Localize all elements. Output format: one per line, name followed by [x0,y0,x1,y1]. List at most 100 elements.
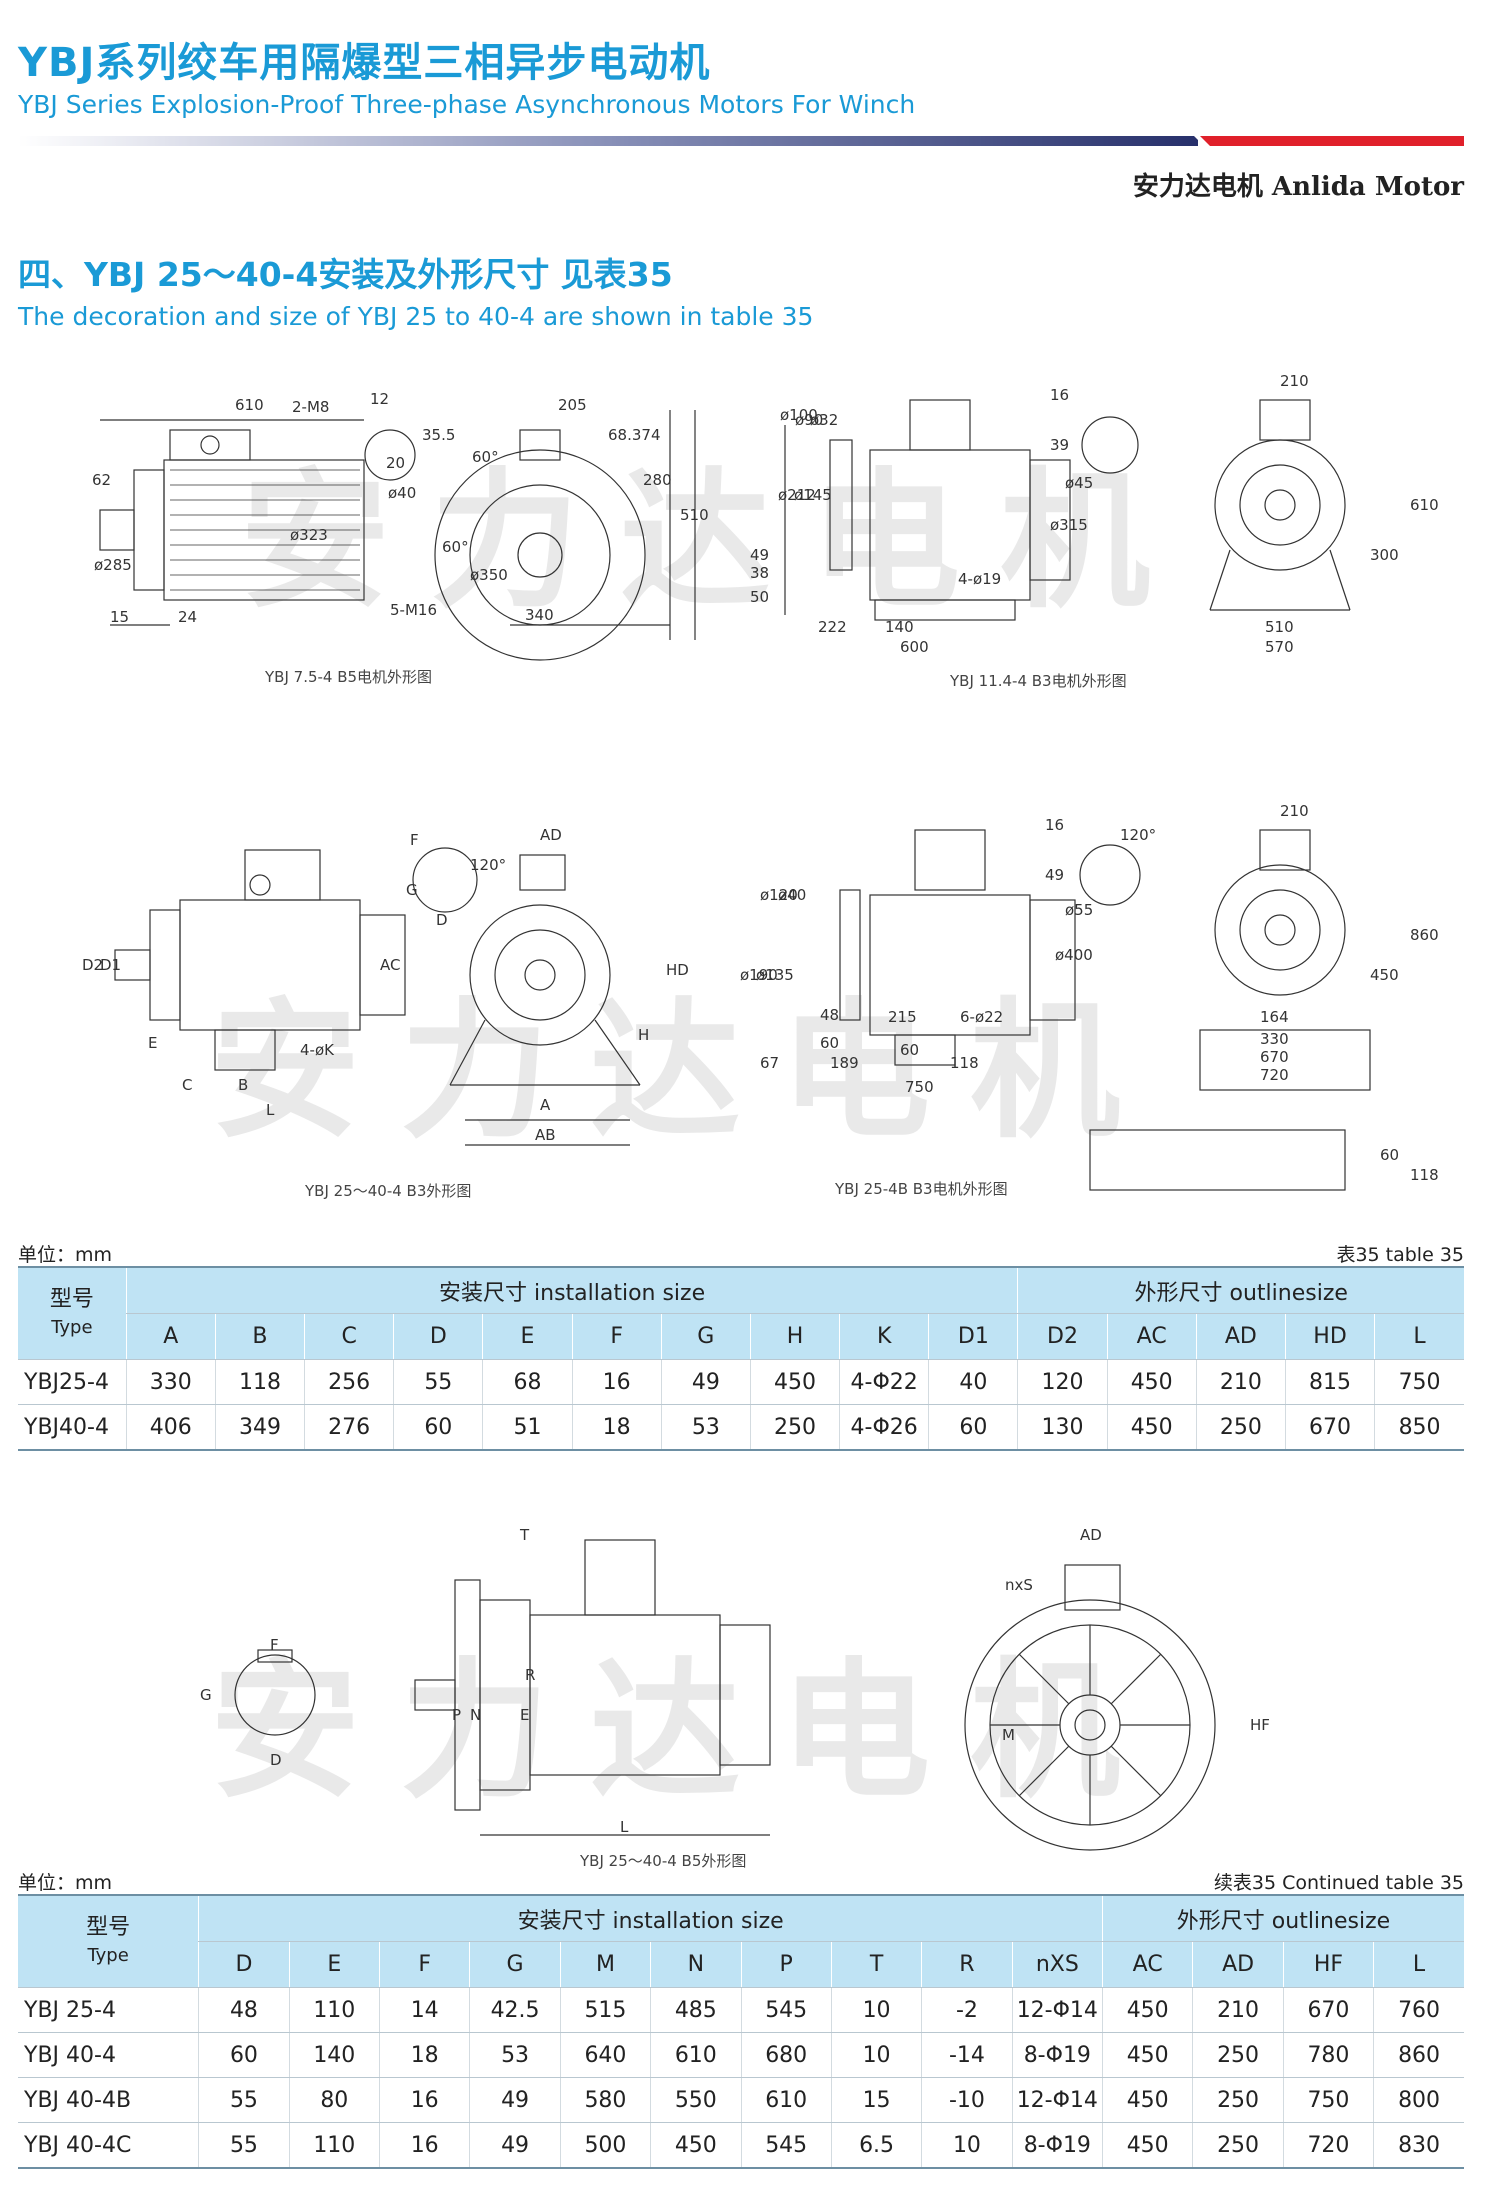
value-cell: 6.5 [830,2122,922,2169]
dim-label: 280 [643,471,672,489]
value-cell: 48 [198,1987,290,2033]
dim-label: 222 [818,618,847,636]
value-cell: 250 [1192,2122,1284,2169]
model-cell: YBJ40-4 [18,1404,127,1451]
dim-label: 600 [900,638,929,656]
value-cell: 18 [378,2032,470,2078]
column-header: E [482,1313,573,1360]
value-cell: 140 [288,2032,380,2078]
install-group-header: 安装尺寸 installation size [198,1895,1103,1942]
value-cell: 670 [1282,1987,1374,2033]
drawing-ybj25-4b-b3: ø120 ø40 ø190 ø135 ø400 48 60 215 6-ø22 … [740,802,1439,1198]
dim-label: 510 [1265,618,1294,636]
value-cell: 12-Φ14 [1011,2077,1103,2123]
dim-label: 5-M16 [390,601,437,619]
value-cell: 14 [378,1987,470,2033]
value-cell: 780 [1282,2032,1374,2078]
value-cell: 118 [214,1359,305,1405]
column-header: T [830,1941,922,1988]
column-header: L [1373,1941,1464,1988]
section-subtitle: The decoration and size of YBJ 25 to 40-… [18,302,814,331]
dim-label: D [436,911,448,929]
value-cell: 55 [393,1359,483,1405]
value-cell: 815 [1284,1359,1375,1405]
value-cell: 60 [393,1404,483,1451]
dim-label: A [540,1096,551,1114]
dim-label: 4-øK [300,1041,335,1059]
column-header: A [125,1313,216,1360]
value-cell: 500 [559,2122,651,2169]
dim-label: T [519,1526,530,1544]
value-cell: 545 [740,2122,832,2169]
drawing-caption: YBJ 11.4-4 B3电机外形图 [949,672,1127,690]
dim-label: ø212 [778,486,816,504]
model-cell: YBJ 40-4 [18,2032,199,2078]
dim-label: 210 [1280,802,1309,820]
drawing-ybj7-5-b5: 610 2-M8 12 62 35.5 20 ø40 ø323 ø285 15 … [92,390,709,686]
dim-label: ø190 [740,966,778,984]
dim-label: R [525,1666,535,1684]
dim-label: B [238,1076,248,1094]
column-header: AC [1101,1941,1193,1988]
value-cell: 830 [1373,2122,1464,2169]
column-header: B [214,1313,305,1360]
dim-label: 48 [820,1006,839,1024]
dim-label: AD [1080,1526,1102,1544]
dim-label: AB [535,1126,556,1144]
column-header: P [740,1941,832,1988]
value-cell: 42.5 [469,1987,561,2033]
drawing-caption: YBJ 25～40-4 B3外形图 [304,1182,471,1200]
value-cell: 610 [740,2077,832,2123]
value-cell: 256 [304,1359,394,1405]
column-header: AD [1192,1941,1284,1988]
value-cell: 720 [1282,2122,1374,2169]
value-cell: 10 [921,2122,1013,2169]
dim-label: ø400 [1055,946,1093,964]
dim-label: 68.374 [608,426,661,444]
dim-label: 164 [1260,1008,1289,1026]
model-cell: YBJ 25-4 [18,1987,199,2033]
dim-label: 860 [1410,926,1439,944]
dim-label: H [638,1026,649,1044]
dim-label: 12 [370,390,389,408]
drawing-ybj11-4-b3: ø100 ø90 ø32 ø212 ø145 ø315 49 38 50 4-ø… [750,372,1439,690]
value-cell: 10 [830,2032,922,2078]
dim-label: ø120 [760,886,798,904]
column-header: AD [1195,1313,1286,1360]
column-header: nXS [1011,1941,1103,1988]
dim-label: 4-ø19 [958,570,1001,588]
install-group-header: 安装尺寸 installation size [125,1267,1018,1314]
dim-label: G [406,881,418,899]
dim-label: 570 [1265,638,1294,656]
dim-label: 215 [888,1008,917,1026]
value-cell: 450 [1101,2122,1193,2169]
value-cell: 349 [214,1404,305,1451]
column-header: F [571,1313,662,1360]
value-cell: 545 [740,1987,832,2033]
dim-label: P [452,1706,461,1724]
dim-label: 6-ø22 [960,1008,1003,1026]
dim-label: D1 [100,956,121,974]
watermark: 安力达电机 [210,985,1161,1159]
drawing-ybj25-40-b5: T F G D R P N E L AD nxS M HF YBJ 25～40-… [200,1526,1270,1870]
drawing-caption: YBJ 25-4B B3电机外形图 [834,1180,1008,1198]
dim-label: 120° [470,856,506,874]
drawing-caption: YBJ 7.5-4 B5电机外形图 [264,668,432,686]
dim-label: M [1002,1726,1015,1744]
dim-label: 120° [1120,826,1156,844]
value-cell: 210 [1192,1987,1284,2033]
column-header: R [921,1941,1013,1988]
value-cell: 670 [1284,1404,1375,1451]
dim-label: ø55 [1065,901,1093,919]
value-cell: 580 [559,2077,651,2123]
value-cell: 12-Φ14 [1011,1987,1103,2033]
table-caption: 续表35 Continued table 35 [1213,1872,1464,1894]
value-cell: 51 [482,1404,573,1451]
column-header: D2 [1017,1313,1108,1360]
value-cell: 16 [378,2077,470,2123]
dim-label: 62 [92,471,111,489]
dim-label: ø315 [1050,516,1088,534]
value-cell: 16 [571,1359,662,1405]
